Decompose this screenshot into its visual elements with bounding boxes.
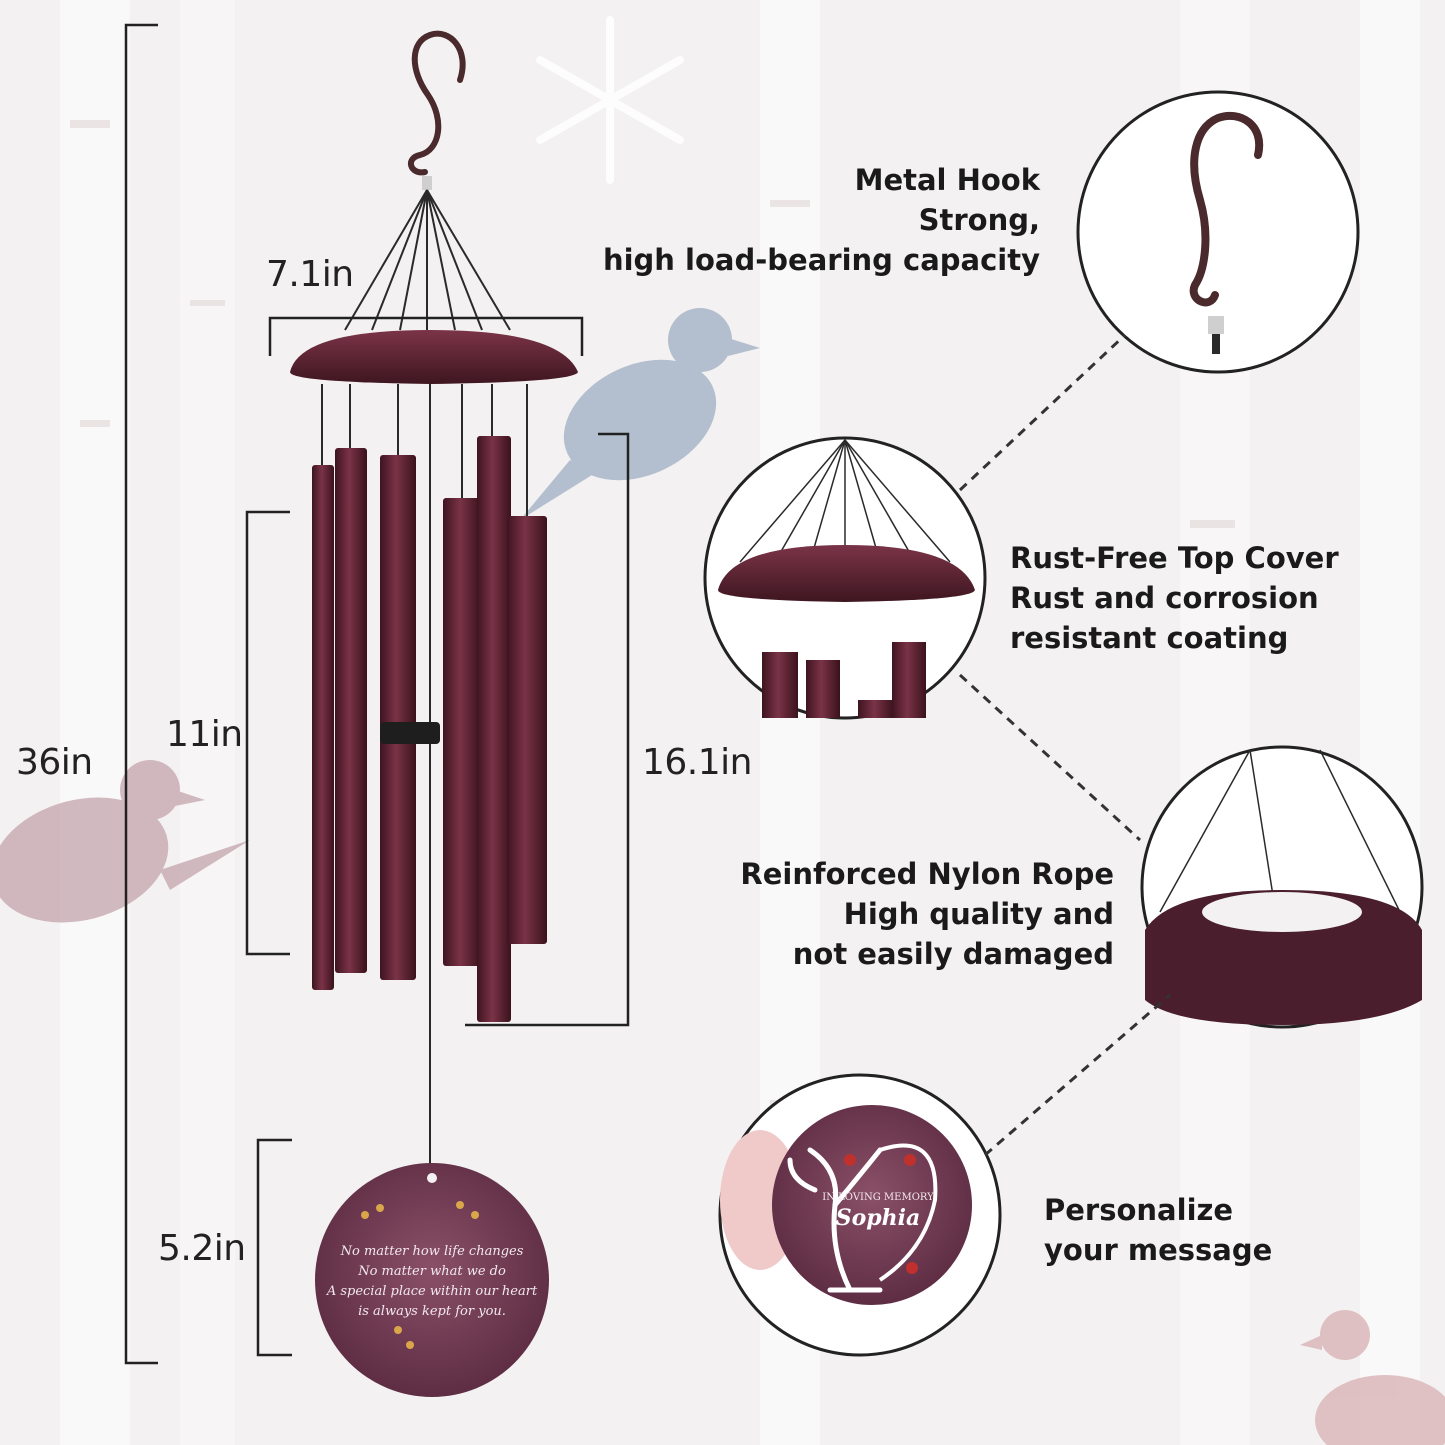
hook-icon: [408, 30, 466, 176]
feature-personalize-line-2: your message: [1044, 1233, 1273, 1267]
feature-metal-hook-line-3: high load-bearing capacity: [602, 243, 1040, 277]
feature-metal-hook-title: Metal Hook: [854, 163, 1040, 197]
feature-top-cover-line-3: resistant coating: [1010, 621, 1289, 655]
sail-line-3: A special place within our heart: [326, 1284, 538, 1299]
bracket-tube-length: [245, 510, 290, 956]
feature-personalize-title: Personalize: [1044, 1193, 1234, 1227]
feature-metal-hook: Metal Hook Strong, high load-bearing cap…: [560, 160, 1040, 280]
detail-circle-rope: [1140, 745, 1424, 1029]
sail-inscription: No matter how life changes No matter wha…: [326, 1244, 538, 1319]
dimension-sail-diameter: 5.2in: [158, 1228, 246, 1269]
feature-nylon-rope-line-3: not easily damaged: [792, 937, 1114, 971]
dimension-tube-section: 16.1in: [642, 742, 752, 783]
sail-line-4: is always kept for you.: [358, 1304, 506, 1319]
sail-line-2: No matter what we do: [357, 1264, 506, 1279]
detail-circle-top-cover: [703, 436, 987, 720]
bracket-total-height: [124, 23, 158, 1365]
detail-circle-personalized: IN LOVING MEMORY Sophia: [718, 1073, 1002, 1357]
snowflake-icon: [536, 16, 684, 184]
feature-personalize: Personalize your message: [1044, 1190, 1424, 1270]
dimension-top-width: 7.1in: [266, 254, 354, 295]
wind-sail: [315, 1163, 549, 1397]
memory-name: Sophia: [836, 1205, 921, 1231]
bracket-tube-section: [465, 432, 630, 1027]
memory-caption: IN LOVING MEMORY: [822, 1192, 934, 1203]
bracket-top-width: [268, 316, 584, 356]
feature-top-cover-line-2: Rust and corrosion: [1010, 581, 1319, 615]
detail-circle-hook: [1076, 90, 1360, 374]
feature-top-cover: Rust-Free Top Cover Rust and corrosion r…: [1010, 538, 1430, 658]
chime-tubes: [312, 436, 547, 1022]
feature-top-cover-title: Rust-Free Top Cover: [1010, 541, 1339, 575]
mauve-bird-icon: [0, 760, 250, 923]
dimension-total-height: 36in: [16, 742, 93, 783]
feature-nylon-rope-line-2: High quality and: [843, 897, 1114, 931]
top-cover: [290, 330, 578, 384]
mauve-bird-icon-small: [1300, 1310, 1445, 1445]
striker: [380, 722, 440, 744]
feature-metal-hook-line-2: Strong,: [918, 203, 1040, 237]
blue-bird-icon: [520, 308, 760, 520]
feature-nylon-rope-title: Reinforced Nylon Rope: [740, 857, 1114, 891]
bracket-sail: [256, 1138, 292, 1357]
sail-line-1: No matter how life changes: [340, 1244, 524, 1259]
dimension-tube-length: 11in: [166, 714, 243, 755]
feature-nylon-rope: Reinforced Nylon Rope High quality and n…: [690, 854, 1114, 974]
